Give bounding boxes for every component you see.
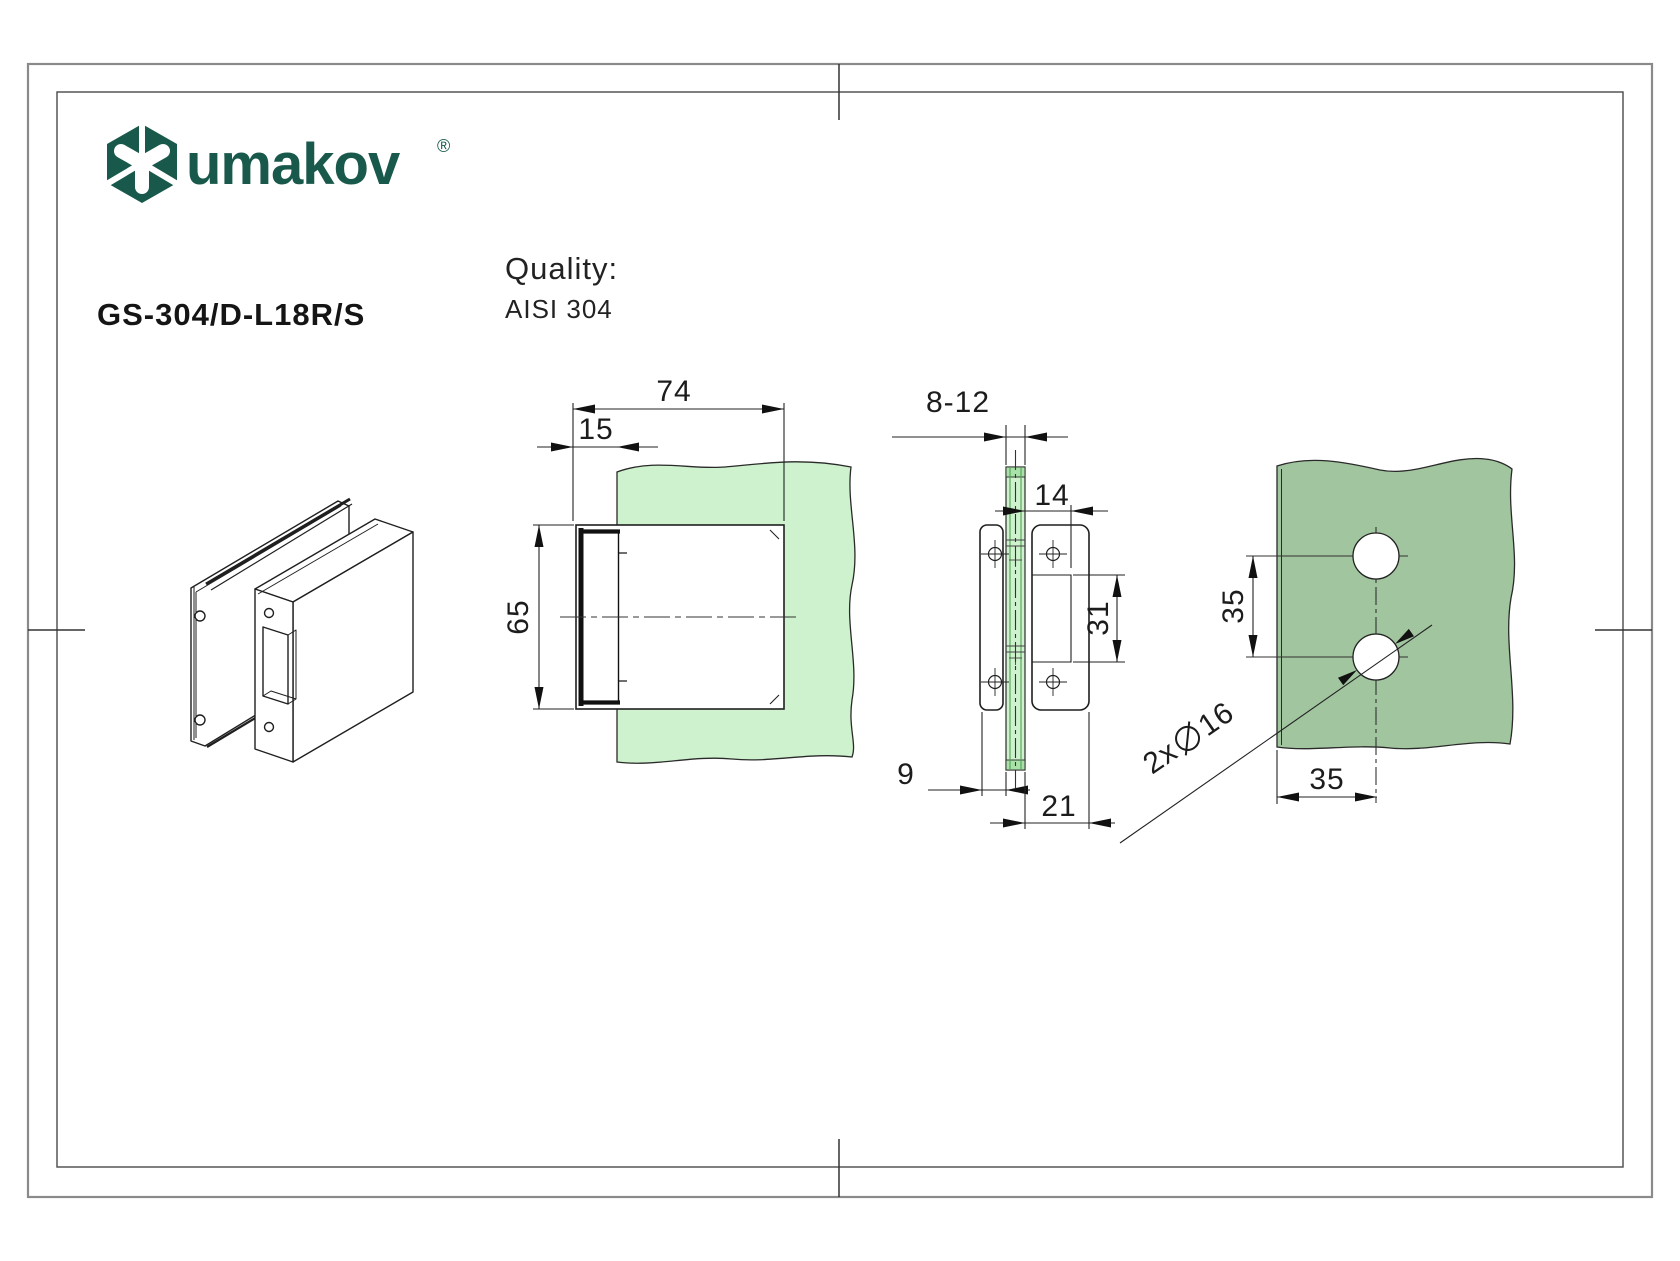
- screw-marks: [981, 540, 1067, 696]
- dim-label-31: 31: [1082, 600, 1115, 635]
- isometric-view: [190, 497, 414, 763]
- dim-wall-spacing: 35: [1217, 556, 1258, 657]
- dim-front-height: 65: [502, 524, 574, 710]
- wall-panel: [1276, 457, 1516, 750]
- iso-tab-hole: [263, 721, 275, 733]
- dim-label-74: 74: [656, 375, 691, 408]
- dim-front-offset: 15: [537, 413, 658, 452]
- dim-side-notch: 31: [1073, 574, 1125, 663]
- side-notch: [1032, 574, 1072, 663]
- iso-backplate-hole: [194, 714, 206, 726]
- quality-label: Quality:: [505, 251, 618, 286]
- mounting-hole: [1352, 532, 1400, 580]
- dim-wall-holes-callout: 2x 16: [1119, 624, 1433, 844]
- sheet-frame: [26, 62, 1654, 1199]
- dim-label-14: 14: [1034, 479, 1069, 512]
- dim-label-65: 65: [502, 599, 535, 634]
- logo-hexagon-icon: [103, 122, 181, 203]
- dim-wall-edge: 35: [1276, 750, 1377, 804]
- brand-name: umakov: [186, 132, 400, 197]
- side-front-body: [1031, 524, 1090, 711]
- dim-label-35h: 35: [1309, 763, 1344, 796]
- mounting-hole: [1352, 633, 1400, 681]
- dim-label-21: 21: [1041, 790, 1076, 823]
- iso-backplate-hole: [194, 610, 206, 622]
- registered-mark: ®: [437, 136, 450, 156]
- wall-view: 35 35 2x 16: [1119, 457, 1516, 844]
- dim-side-total: 21: [990, 712, 1115, 829]
- side-back-plate: [979, 524, 1004, 711]
- dim-label-8-12: 8-12: [926, 386, 990, 419]
- product-code: GS-304/D-L18R/S: [97, 297, 365, 332]
- dim-label-35v: 35: [1217, 588, 1250, 623]
- dim-side-back: 9: [897, 712, 1030, 796]
- dim-side-glass: 8-12: [892, 386, 1068, 465]
- iso-tab-hole: [263, 607, 275, 619]
- dim-front-width: 74: [572, 375, 785, 521]
- dim-label-15: 15: [578, 413, 613, 446]
- side-view: 8-12 14 31 9: [892, 386, 1125, 829]
- quality-value: AISI 304: [505, 294, 613, 324]
- brand-logo: umakov ®: [103, 122, 450, 203]
- front-view: 74 15 65: [502, 375, 856, 764]
- diameter-icon: [1175, 721, 1201, 756]
- dim-side-depth: 14: [995, 479, 1108, 568]
- dim-label-9: 9: [897, 758, 915, 791]
